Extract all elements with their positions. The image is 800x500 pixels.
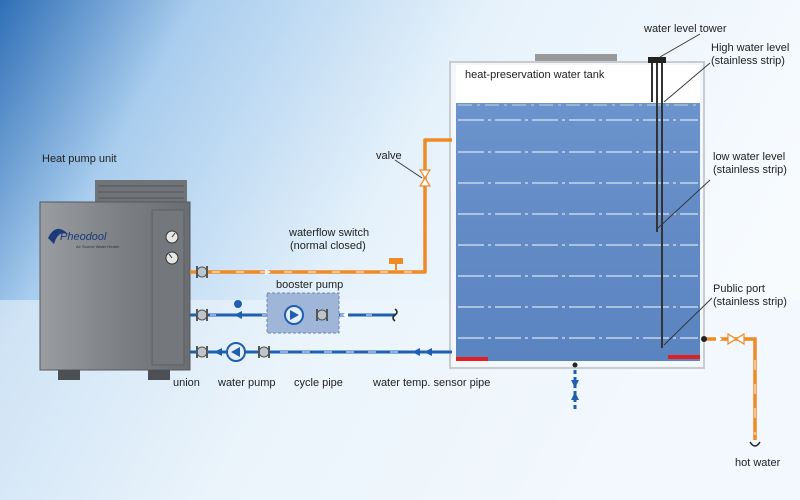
water-tank — [449, 54, 705, 369]
valve-label: valve — [376, 150, 402, 162]
union-fitting — [196, 346, 208, 358]
public-port-sublabel: (stainless strip) — [713, 296, 787, 308]
public-port-label: Public port — [713, 283, 765, 295]
tank-water — [456, 103, 700, 361]
motor-indicator-icon — [234, 300, 242, 308]
union-label: union — [173, 377, 200, 389]
tank-title: heat-preservation water tank — [465, 69, 605, 81]
low-water-level-sublabel: (stainless strip) — [713, 164, 787, 176]
arrow-down-icon — [571, 380, 579, 388]
drain-pipe — [571, 370, 579, 410]
water-temp-sensor-pipe-label: water temp. sensor pipe — [372, 377, 490, 389]
tank-lid — [535, 54, 617, 62]
waterflow-switch-icon — [389, 258, 403, 264]
drain-port — [572, 362, 578, 368]
arrow-right-icon — [265, 269, 271, 275]
brand-logo-icon — [48, 228, 68, 244]
low-water-level-label: low water level — [713, 151, 785, 163]
cycle-pipe-label: cycle pipe — [294, 377, 343, 389]
water-pump-label: water pump — [217, 377, 275, 389]
brand-tagline: Air Source Water Heater — [76, 244, 120, 249]
arrow-left-icon — [234, 311, 242, 319]
hot-supply-pipe — [190, 138, 452, 274]
brand-name: Pheodool — [60, 231, 107, 243]
union-fitting — [196, 309, 208, 321]
hot-water-label: hot water — [735, 457, 781, 469]
water-level-tower-label: water level tower — [643, 23, 727, 35]
hot-water-outlet-pipe — [701, 332, 761, 447]
hot-water-tap-icon — [749, 441, 761, 447]
waterflow-switch-label: waterflow switch — [288, 227, 369, 239]
high-water-level-sublabel: (stainless strip) — [711, 55, 785, 67]
waterflow-switch-sublabel: (normal closed) — [290, 240, 366, 252]
arrow-left-icon — [342, 312, 348, 318]
heat-pump-unit: Pheodool Air Source Water Heater — [39, 180, 191, 380]
valve-icon — [418, 169, 432, 187]
arrow-left-icon — [424, 348, 432, 356]
arrow-right-icon — [716, 335, 722, 343]
union-fitting — [196, 266, 208, 278]
arrow-up-icon — [571, 392, 579, 400]
union-fitting — [258, 346, 270, 358]
arrow-left-icon — [214, 348, 222, 356]
union-fitting — [316, 309, 328, 321]
booster-pump-label: booster pump — [276, 279, 343, 291]
cycle-pipe — [190, 342, 452, 362]
heat-pump-unit-label: Heat pump unit — [42, 153, 117, 165]
high-water-level-label: High water level — [711, 42, 789, 54]
temp-sensor-strip — [456, 357, 488, 361]
booster-pump-line — [190, 292, 398, 334]
tank-top-air — [456, 65, 700, 103]
water-level-tower — [648, 57, 666, 348]
temp-sensor-strip — [668, 355, 700, 359]
valve-icon — [727, 332, 745, 346]
arrow-left-icon — [412, 348, 420, 356]
